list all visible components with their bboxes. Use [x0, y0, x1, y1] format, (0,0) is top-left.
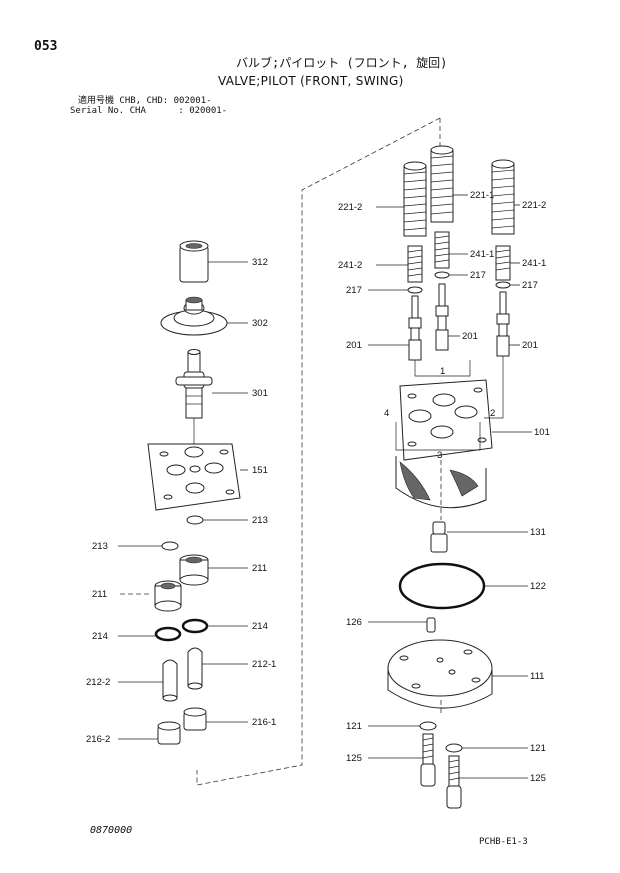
callout-216-1: 216-1 — [252, 717, 276, 728]
title-english: VALVE;PILOT (FRONT, SWING) — [218, 74, 404, 88]
part-214-ring-right — [181, 618, 209, 634]
callout-217-left: 217 — [346, 285, 362, 296]
page-number: 053 — [34, 39, 58, 54]
part-217-washer-right — [495, 281, 511, 289]
callout-201-left: 201 — [346, 340, 362, 351]
part-151-flange-plate — [147, 443, 241, 511]
serial-applicability-line: 適用号機 CHB, CHD: 002001- — [78, 96, 212, 106]
callout-125-right: 125 — [530, 773, 546, 784]
part-125-bolt-left — [420, 733, 436, 787]
part-126-pin — [426, 617, 436, 633]
port-1-bracket — [414, 360, 471, 377]
callout-221-2-right: 221-2 — [522, 200, 546, 211]
callout-302: 302 — [252, 318, 268, 329]
part-125-bolt-right — [446, 755, 462, 809]
part-241-1-inner-spring-right — [495, 245, 511, 281]
part-122-o-ring — [398, 562, 486, 610]
part-214-ring-left — [154, 626, 182, 642]
page-reference: PCHB-E1-3 — [479, 837, 528, 847]
part-221-2-spring-left — [403, 161, 427, 237]
part-301-universal-joint — [175, 349, 213, 419]
callout-213-right: 213 — [252, 515, 268, 526]
part-121-washer-right — [445, 743, 463, 753]
title-japanese: バルブ;パイロット (フロント, 旋回) — [236, 56, 448, 70]
callout-301: 301 — [252, 388, 268, 399]
part-217-washer-mid — [434, 271, 450, 279]
serial-number-line: Serial No. CHA : 020001- — [70, 106, 228, 116]
callout-101: 101 — [534, 427, 550, 438]
port-label-3: 3 — [437, 450, 442, 461]
part-213-o-ring-upper — [186, 515, 204, 525]
callout-212-2: 212-2 — [86, 677, 110, 688]
part-201-spool-mid — [435, 283, 449, 351]
port-label-1: 1 — [440, 366, 445, 377]
port-label-4: 4 — [384, 408, 389, 419]
part-312-cap — [179, 240, 209, 283]
callout-201-right: 201 — [522, 340, 538, 351]
part-216-2-plug — [157, 721, 181, 745]
callout-241-2: 241-2 — [338, 260, 362, 271]
assembly-boundary-line — [196, 117, 441, 786]
port-label-2: 2 — [490, 408, 495, 419]
part-212-1-pin — [187, 647, 203, 690]
callout-214-right: 214 — [252, 621, 268, 632]
part-101-valve-casing — [395, 379, 493, 509]
callout-111: 111 — [530, 671, 544, 682]
callout-121-right: 121 — [530, 743, 546, 754]
part-213-o-ring-lower — [161, 541, 179, 551]
part-211-seal-right — [179, 554, 209, 586]
document-code: 0870000 — [90, 825, 133, 836]
callout-221-2-left: 221-2 — [338, 202, 362, 213]
callout-131: 131 — [530, 527, 546, 538]
port-2-bracket — [484, 356, 504, 419]
callout-126: 126 — [346, 617, 362, 628]
callout-214-left: 214 — [92, 631, 108, 642]
callout-213-left: 213 — [92, 541, 108, 552]
callout-216-2: 216-2 — [86, 734, 110, 745]
part-217-washer-left — [407, 286, 423, 294]
callout-201-mid: 201 — [462, 331, 478, 342]
part-131-plug — [430, 521, 448, 553]
part-241-2-inner-spring — [407, 245, 423, 283]
callout-211-right: 211 — [252, 563, 267, 574]
callout-212-1: 212-1 — [252, 659, 276, 670]
port-3-bracket — [395, 422, 481, 451]
callout-125-left: 125 — [346, 753, 362, 764]
callout-312: 312 — [252, 257, 268, 268]
part-121-washer-left — [419, 721, 437, 731]
part-216-1-plug — [183, 707, 207, 731]
part-111-lower-casing — [387, 639, 493, 709]
part-241-1-inner-spring-mid — [434, 231, 450, 269]
callout-121-left: 121 — [346, 721, 362, 732]
callout-217-mid: 217 — [470, 270, 486, 281]
part-201-spool-right — [496, 291, 510, 357]
part-201-spool-left — [408, 295, 422, 361]
part-221-1-spring — [430, 145, 454, 223]
callout-211-left: 211 — [92, 589, 107, 600]
part-211-seal-left — [154, 580, 182, 612]
callout-241-1-right: 241-1 — [522, 258, 546, 269]
part-221-2-spring-right — [491, 159, 515, 235]
callout-241-1-mid: 241-1 — [470, 249, 494, 260]
callout-221-1: 221-1 — [470, 190, 494, 201]
callout-122: 122 — [530, 581, 546, 592]
callout-217-right: 217 — [522, 280, 538, 291]
callout-151: 151 — [252, 465, 268, 476]
part-212-2-pin — [162, 659, 178, 702]
part-302-cam-plate — [160, 296, 228, 336]
